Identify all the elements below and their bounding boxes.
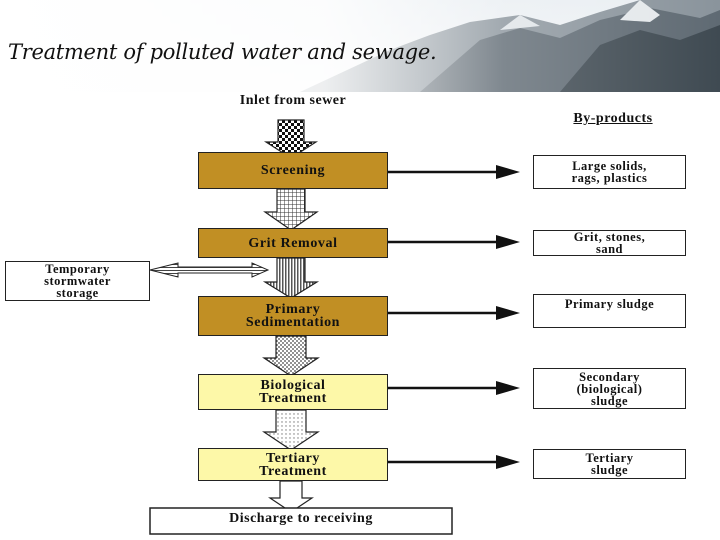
byproduct-label: Large solids, [572,159,647,173]
discharge-box [149,507,453,535]
byproduct-tertiary-sludge: Tertiary sludge [533,449,686,479]
stage-label: Treatment [259,463,327,479]
storage-link-arrow [149,262,270,278]
stage-biological-treatment: Biological Treatment [198,374,388,410]
stage-label: Tertiary [265,450,321,466]
byproduct-label: sludge [590,463,629,477]
byproduct-secondary-sludge: Secondary (biological) sludge [533,368,686,409]
stage-primary-sedimentation: Primary Sedimentation [198,296,388,336]
byproduct-label: sand [595,242,624,256]
byproduct-grit: Grit, stones, sand [533,230,686,256]
byproduct-arrows [388,165,520,469]
discharge-label: Discharge to receiving [229,511,373,526]
byproduct-large-solids: Large solids, rags, plastics [533,155,686,189]
byproduct-label: sludge [590,393,629,408]
stage-label: Primary [265,302,321,317]
byproducts-heading: By-products [573,111,653,126]
flow-arrow-5 [268,480,314,513]
stage-label: Treatment [259,391,327,406]
stage-label: Biological [260,378,326,393]
temporary-storage-box: Temporary stormwater storage [5,261,150,301]
byproduct-label: Secondary [579,369,640,384]
storage-label: Temporary [45,262,110,276]
stage-screening: Screening [198,152,388,189]
flow-arrow-3 [262,335,320,377]
storage-label: storage [56,286,99,300]
stage-grit-removal: Grit Removal [198,228,388,258]
slide-header: Treatment of polluted water and sewage. [0,0,720,92]
inlet-label: Inlet from sewer [239,93,347,108]
flow-arrow-2 [262,257,320,299]
byproduct-label: Grit, stones, [573,230,646,244]
stage-label: Grit Removal [248,235,338,251]
byproduct-primary-sludge: Primary sludge [533,294,686,328]
flow-arrow-4 [262,409,320,451]
stage-tertiary-treatment: Tertiary Treatment [198,448,388,481]
stage-label: Sedimentation [245,315,341,330]
slide-title: Treatment of polluted water and sewage. [8,40,437,64]
byproduct-label: Tertiary [585,451,634,465]
byproduct-label: Primary sludge [564,297,655,311]
mountain-background-image [0,0,720,92]
stage-label: Screening [260,163,326,178]
flow-arrow-1 [263,188,319,231]
byproduct-label: rags, plastics [571,171,648,185]
byproduct-label: (biological) [576,381,643,396]
inlet-arrow [263,119,319,159]
storage-label: stormwater [44,274,111,288]
